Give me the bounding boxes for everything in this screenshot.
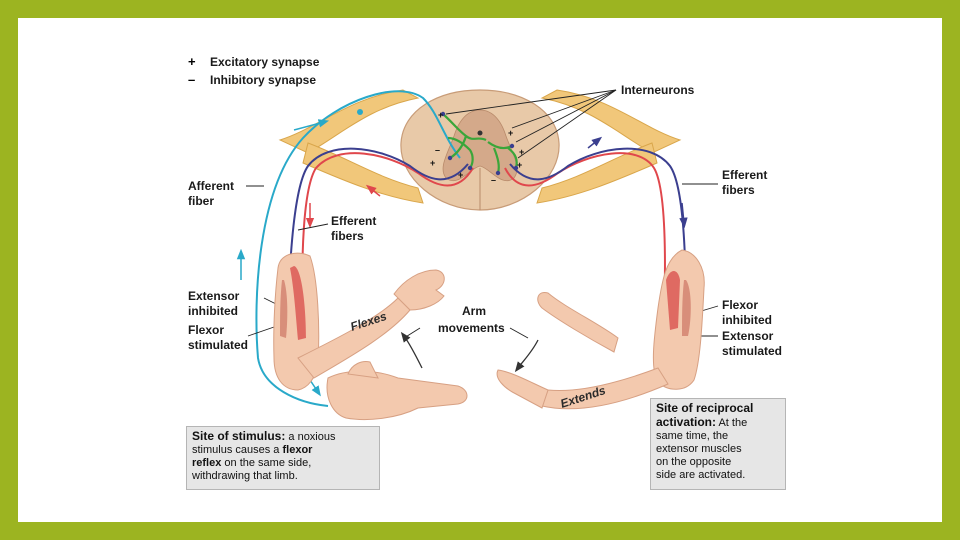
curved-arrow-icon [514, 339, 539, 373]
flexor-inhibited-line2: inhibited [722, 313, 772, 327]
right-efferent-blue [509, 147, 687, 324]
svg-text:+: + [458, 170, 463, 180]
stimulus-box-text4: withdrawing that limb. [192, 470, 298, 482]
svg-text:+: + [517, 160, 522, 170]
left-arm [273, 252, 445, 391]
svg-text:+: + [508, 128, 513, 138]
efferent-right-line1: Efferent [722, 168, 767, 182]
reciprocal-box-text3: extensor muscles [656, 443, 742, 455]
svg-text:+: + [519, 147, 524, 157]
reciprocal-box-text5: side are activated. [656, 469, 746, 481]
flexor-stimulated-line1: Flexor [188, 323, 224, 337]
afferent-label-line1: Afferent [188, 179, 234, 193]
synapse-signs: + – + + + + + – [430, 110, 524, 185]
svg-text:+: + [438, 110, 443, 120]
extensor-stimulated-line2: stimulated [722, 344, 782, 358]
reciprocal-box-text1: At the [716, 417, 748, 429]
svg-text:–: – [491, 175, 496, 185]
extensor-stimulated-line1: Extensor [722, 329, 774, 343]
curved-arrow-icon [400, 331, 423, 369]
nerve-trunks [278, 89, 682, 204]
reciprocal-box-title2: activation: [656, 415, 717, 429]
excitatory-label: Excitatory synapse [210, 55, 320, 69]
stimulus-box-text2: stimulus causes a [192, 444, 283, 456]
stimulus-box: Site of stimulus: a noxious stimulus cau… [186, 426, 380, 490]
right-efferent-red [504, 152, 666, 319]
slide: + Excitatory synapse – Inhibitory synaps… [18, 18, 942, 522]
stimulus-box-title: Site of stimulus: [192, 429, 286, 443]
spinal-cord [400, 89, 560, 211]
efferent-right-line2: fibers [722, 183, 755, 197]
flexor-stimulated-line2: stimulated [188, 338, 248, 352]
stimulus-hand-icon [326, 361, 468, 421]
flexor-inhibited-line1: Flexor [722, 298, 758, 312]
stimulus-box-text3: on the same side, [221, 457, 312, 469]
stimulus-box-text1: a noxious [285, 431, 336, 443]
reflex-diagram: + Excitatory synapse – Inhibitory synaps… [188, 54, 782, 421]
arm-movements-line2: movements [438, 321, 505, 335]
afferent-label-line2: fiber [188, 194, 214, 208]
reciprocal-box-text2: same time, the [656, 430, 729, 442]
interneurons-label: Interneurons [621, 83, 695, 97]
efferent-left-line1: Efferent [331, 214, 376, 228]
reciprocal-box: Site of reciprocal activation: At the sa… [650, 398, 786, 490]
inhibitory-symbol: – [188, 72, 195, 87]
right-arm [496, 249, 705, 410]
interneuron-synapses [440, 111, 519, 176]
extensor-inhibited-line1: Extensor [188, 289, 240, 303]
reciprocal-box-text4: on the opposite [656, 456, 732, 468]
inhibitory-label: Inhibitory synapse [210, 73, 316, 87]
svg-text:–: – [435, 145, 440, 155]
legend: + Excitatory synapse – Inhibitory synaps… [188, 54, 320, 87]
left-efferent-blue [287, 147, 469, 309]
extensor-inhibited-line2: inhibited [188, 304, 238, 318]
afferent-fiber [255, 90, 461, 407]
reciprocal-box-title1: Site of reciprocal [656, 401, 754, 415]
left-efferent-red [301, 152, 474, 319]
svg-text:+: + [430, 158, 435, 168]
excitatory-symbol: + [188, 54, 196, 69]
stimulus-box-bold3: reflex [192, 457, 222, 469]
arm-movements-line1: Arm [462, 304, 486, 318]
efferent-left-line2: fibers [331, 229, 364, 243]
stimulus-box-bold2: flexor [282, 444, 313, 456]
